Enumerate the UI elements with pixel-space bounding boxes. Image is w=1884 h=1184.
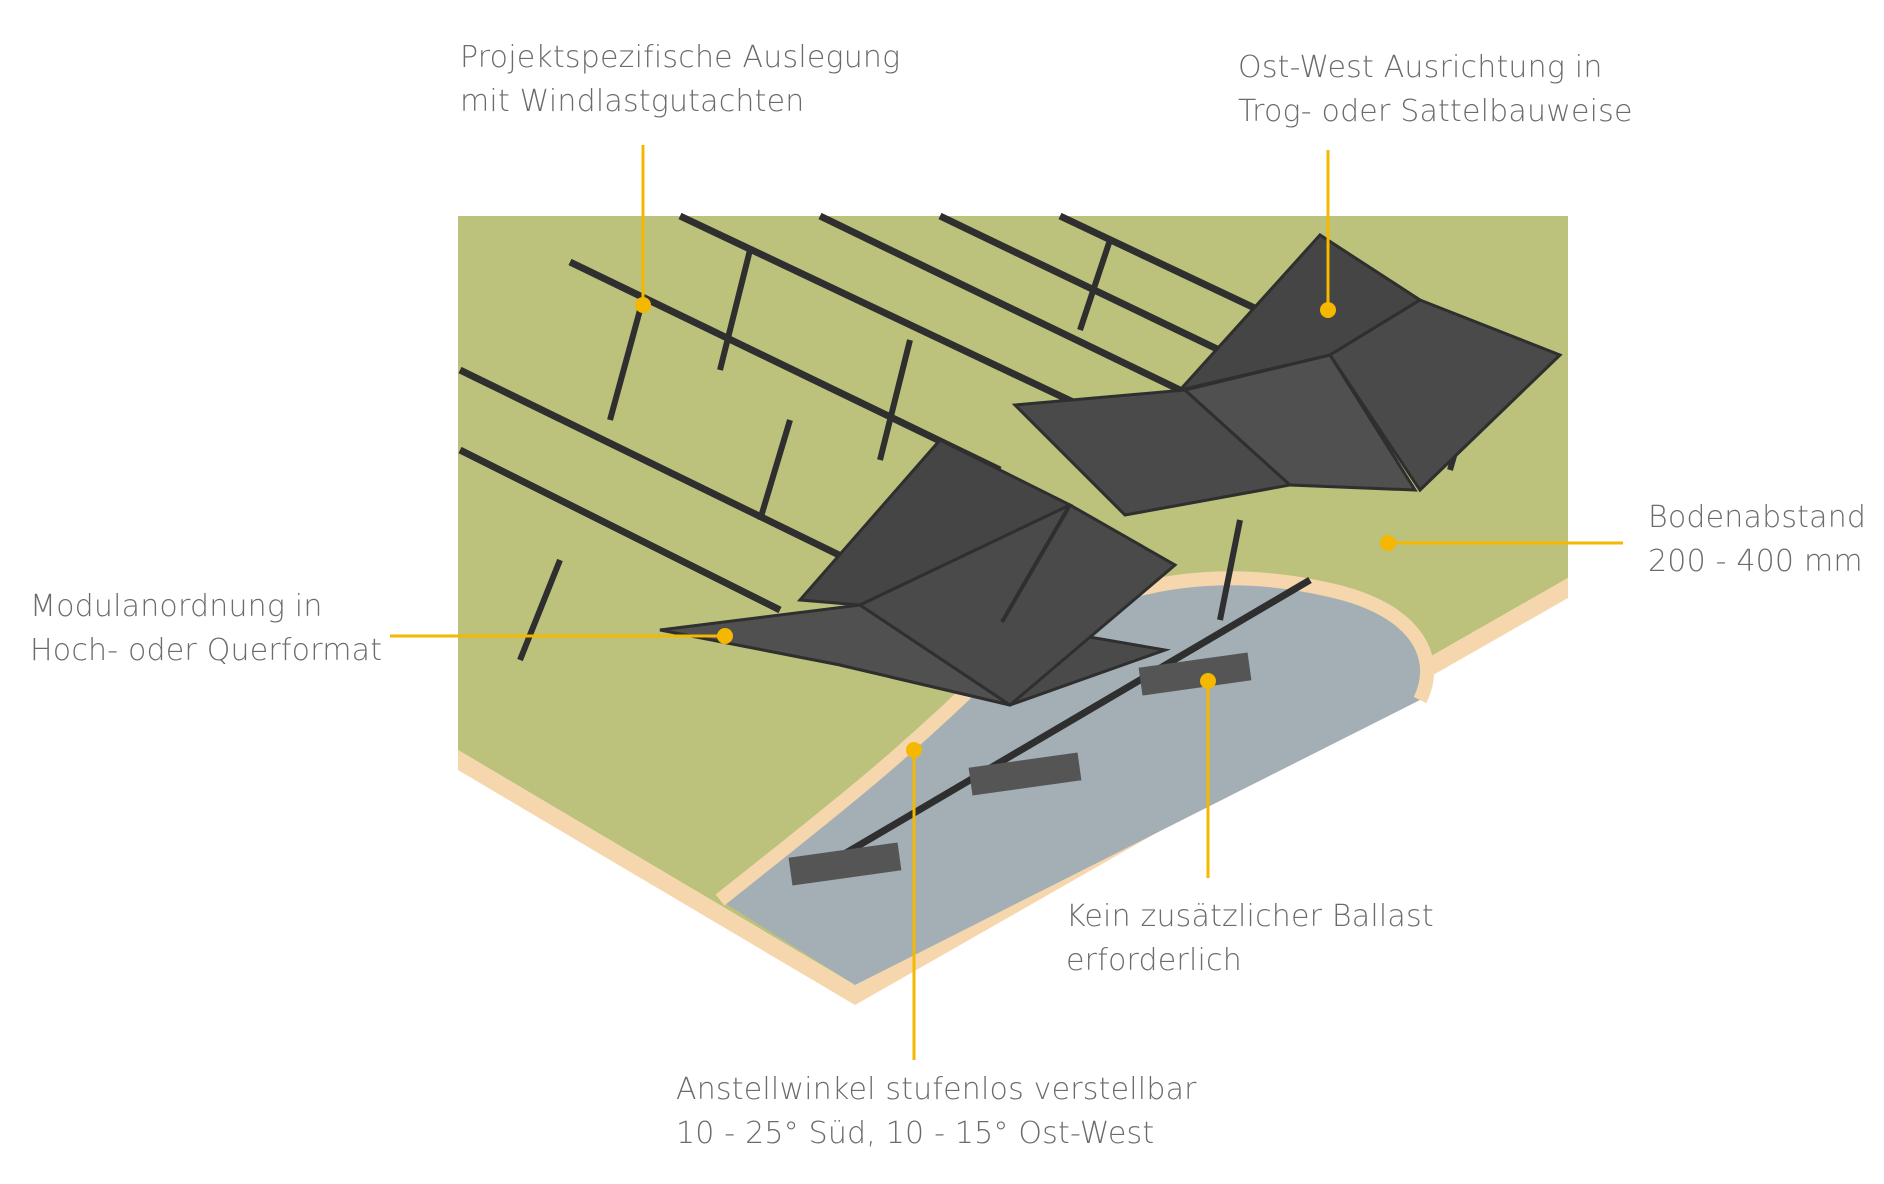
annotation-ballast-line2: erforderlich [1066,943,1242,978]
annotation-clearance-line1: Bodenabstand [1648,500,1867,535]
annotation-angle-line2: 10 - 25° Süd, 10 - 15° Ost-West [676,1116,1155,1151]
annotation-orientation: Ost-West Ausrichtung in Trog- oder Satte… [1238,46,1633,134]
annotation-orientation-line1: Ost-West Ausrichtung in [1238,50,1603,85]
annotation-orientation-line2: Trog- oder Sattelbauweise [1238,94,1633,129]
annotation-clearance-line2: 200 - 400 mm [1648,544,1863,579]
annotation-module-line1: Modulanordnung in [30,589,323,624]
annotation-angle: Anstellwinkel stufenlos verstellbar 10 -… [676,1068,1197,1156]
annotation-module-line2: Hoch- oder Querformat [30,633,383,668]
annotation-ballast: Kein zusätzlicher Ballast erforderlich [1066,895,1434,983]
panel-array-front [659,438,1178,707]
annotation-design-line1: Projektspezifische Auslegung [460,40,901,75]
annotation-module: Modulanordnung in Hoch- oder Querformat [30,585,382,673]
callout-dots [635,297,1396,758]
panel-array-back [1011,233,1563,517]
ballast-blocks [788,652,1252,886]
annotation-design: Projektspezifische Auslegung mit Windlas… [460,36,900,124]
annotation-angle-line1: Anstellwinkel stufenlos verstellbar [676,1072,1197,1107]
annotation-clearance: Bodenabstand 200 - 400 mm [1648,496,1866,584]
support-posts [517,239,1473,662]
annotation-ballast-line1: Kein zusätzlicher Ballast [1066,899,1434,934]
annotation-design-line2: mit Windlastgutachten [460,84,805,119]
ground-edge [458,750,855,1005]
callout-lines [390,145,1623,1060]
